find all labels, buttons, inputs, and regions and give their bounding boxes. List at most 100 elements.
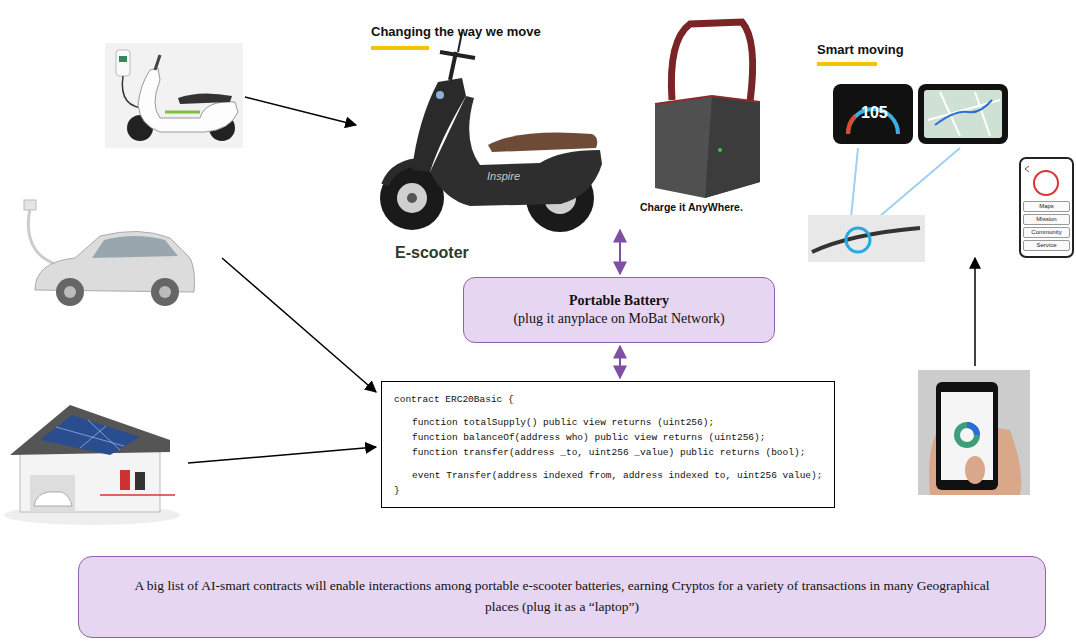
- node-text: event Transfer(address indexed from, add…: [394, 468, 822, 483]
- dashboard-screens: [928, 92, 1000, 136]
- battery-box: Portable Battery (plug it anyplace on MoB…: [463, 277, 775, 343]
- electric-car: [24, 200, 195, 306]
- charging-scooter-photo: [105, 43, 243, 148]
- battery-bag: [655, 96, 760, 104]
- solar-house: [30, 475, 75, 512]
- handlebar-photo: [812, 228, 920, 252]
- heading-underline: [371, 46, 429, 50]
- battery-bag: [671, 22, 752, 102]
- heading-underline: [817, 62, 877, 66]
- node-text: }: [394, 483, 822, 498]
- solar-house: [40, 415, 140, 455]
- arrow: [222, 258, 376, 392]
- phone-app: [1020, 158, 1073, 257]
- charging-scooter-photo: [105, 43, 243, 148]
- dashboard-screens: [924, 90, 1002, 138]
- e-scooter-drawing: [430, 96, 602, 206]
- brand-mark: Inspire: [487, 170, 520, 182]
- electric-car: [24, 200, 36, 210]
- node-text: Portable Battery: [474, 293, 764, 309]
- electric-car: [64, 286, 76, 298]
- node-text: function totalSupply() public view retur…: [394, 415, 822, 430]
- phone-in-hand-photo: [957, 425, 977, 445]
- handlebar-photo: [808, 215, 925, 262]
- dashboard-screens: [848, 116, 855, 134]
- connector-arrow: [619, 230, 621, 274]
- phone-app: [1020, 158, 1073, 257]
- arrow: [222, 258, 376, 392]
- arrow: [245, 97, 356, 125]
- arrow: [188, 447, 376, 463]
- e-scooter-drawing: [488, 132, 597, 152]
- node-text: Mission: [1023, 214, 1070, 225]
- connector-arrow: [619, 346, 621, 378]
- electric-car: [151, 278, 179, 306]
- battery-bag: [655, 22, 760, 198]
- charging-scooter-photo: [155, 55, 160, 70]
- node-text: Community: [1023, 227, 1070, 238]
- arrow: [245, 97, 356, 125]
- dashboard-screens: [935, 100, 992, 125]
- solar-house: [56, 420, 124, 450]
- node-text: Changing the way we move: [371, 24, 541, 39]
- e-scooter-drawing: [397, 183, 427, 213]
- node-text: Charge it AnyWhere.: [640, 201, 743, 213]
- summary-box: A big list of AI-smart contracts will en…: [78, 556, 1046, 638]
- solar-house: [120, 470, 130, 490]
- node-text: E-scooter: [395, 244, 469, 262]
- e-scooter-drawing: [436, 91, 444, 99]
- charging-scooter-photo: [178, 93, 232, 104]
- smart-moving-panel: Smart moving: [812, 40, 942, 62]
- app-menu: MapsMissionCommunityService: [1023, 201, 1070, 251]
- dashboard-screens: [918, 84, 1008, 144]
- handlebar-photo: [808, 148, 960, 262]
- e-scooter-drawing: [380, 32, 602, 232]
- node-text: function transfer(address _to, uint256 _…: [394, 445, 822, 460]
- charging-scooter-photo: [165, 111, 200, 114]
- phone-app: [1034, 171, 1058, 195]
- dashboard-screens: [833, 84, 913, 144]
- battery-bag-panel: Charge it AnyWhere.: [610, 15, 775, 227]
- solar-house: [20, 450, 160, 512]
- scooter-panel: Changing the way we moveE-scooter: [365, 22, 605, 268]
- solar-house: [34, 492, 72, 506]
- phone-in-hand-photo: [918, 370, 1030, 495]
- charging-scooter-photo: [119, 56, 127, 62]
- electric-car: [92, 236, 178, 258]
- arrow: [188, 447, 376, 463]
- battery-bag: [655, 96, 760, 198]
- phone-in-hand-photo: [965, 456, 985, 484]
- electric-car: [56, 278, 84, 306]
- charging-scooter-photo: [138, 68, 238, 132]
- solar-house: [100, 494, 175, 496]
- heading-underline: [371, 46, 877, 66]
- battery-bag: [718, 148, 722, 152]
- phone-in-hand-photo: [967, 425, 977, 435]
- speed-readout: 105: [861, 104, 888, 122]
- node-text: (plug it anyplace on MoBat Network): [474, 311, 764, 327]
- phone-in-hand-photo: [918, 370, 1030, 495]
- e-scooter-drawing: [440, 52, 475, 58]
- electric-car: [28, 208, 70, 268]
- node-text: Smart moving: [817, 42, 904, 57]
- handlebar-photo: [846, 228, 870, 252]
- node-text: Service: [1023, 240, 1070, 251]
- dashboard-screens: [833, 84, 1008, 144]
- charging-scooter-photo: [116, 50, 130, 76]
- node-text: A big list of AI-smart contracts will en…: [119, 576, 1005, 618]
- e-scooter-drawing: [385, 162, 430, 185]
- arrow: [974, 258, 976, 366]
- node-text: function balanceOf(address who) public v…: [394, 430, 822, 445]
- solar-house: [135, 472, 145, 490]
- phone-in-hand-photo: [936, 382, 998, 490]
- arrow: [975, 258, 976, 366]
- phone-app: [1025, 166, 1029, 172]
- node-text: contract ERC20Basic {: [394, 392, 822, 407]
- solar-house: [10, 405, 170, 455]
- node-text: Maps: [1023, 201, 1070, 212]
- code-box: contract ERC20Basic { function totalSuppl…: [381, 381, 835, 508]
- electric-car: [159, 286, 171, 298]
- solar-house: [4, 405, 180, 525]
- battery-bag: [705, 96, 760, 198]
